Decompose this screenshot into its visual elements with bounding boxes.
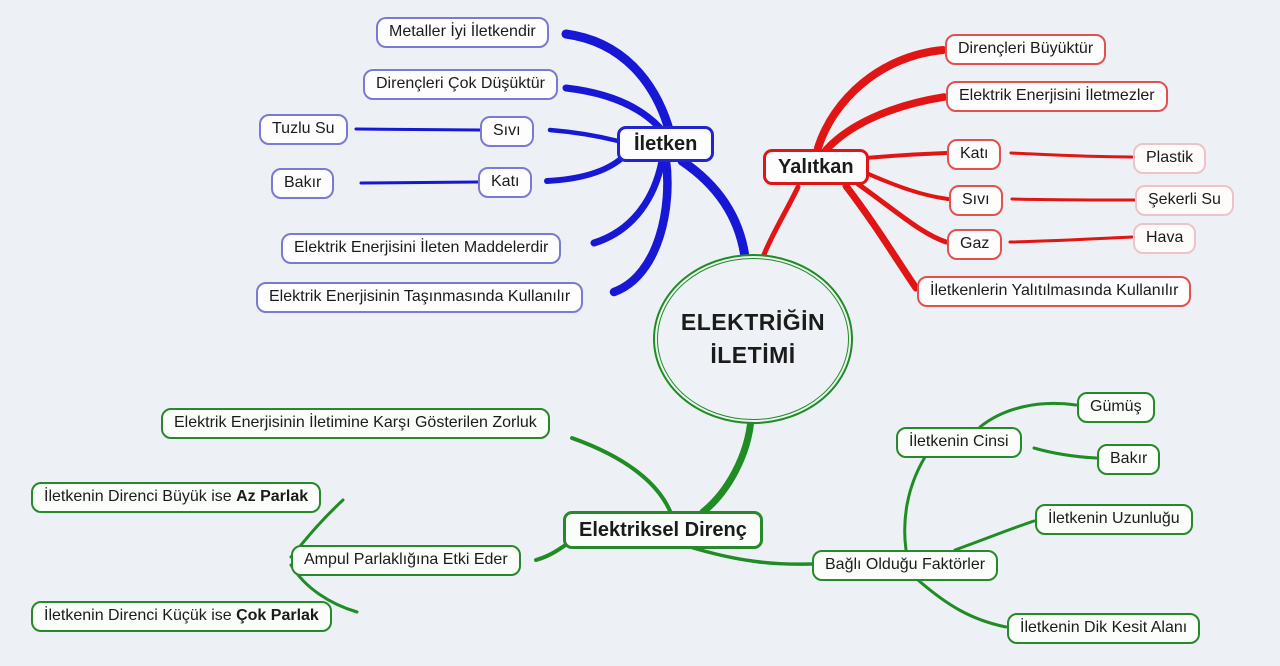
node-iletkenin-uzunlugu[interactable]: İletkenin Uzunluğu	[1035, 504, 1193, 535]
az-parlak-bold: Az Parlak	[236, 488, 309, 505]
node-iletken-sivi[interactable]: Sıvı	[480, 116, 534, 147]
center-topic-line2: İLETİMİ	[710, 342, 796, 368]
node-iletken-kati[interactable]: Katı	[478, 167, 533, 198]
link-direnc-faktorler	[688, 545, 813, 566]
az-parlak-text: İletkenin Direnci Büyük ise	[44, 488, 237, 505]
link-yalitkan-center	[760, 184, 801, 260]
link-iletken-kati	[544, 155, 625, 184]
link-faktorler-uzunluk	[953, 519, 1036, 552]
link-yalitkan-iletmez	[822, 93, 948, 154]
center-topic-line1: ELEKTRİĞİN	[680, 308, 826, 335]
link-iletken-tasinma	[609, 156, 672, 297]
node-direnc-kucuk-cok-parlak[interactable]: İletkenin Direnci Küçük ise Çok Parlak	[31, 601, 332, 632]
node-sekerli-su[interactable]: Şekerli Su	[1135, 185, 1234, 216]
node-gosterilen-zorluk[interactable]: Elektrik Enerjisinin İletimine Karşı Gös…	[161, 408, 550, 439]
node-yalitkan-kati[interactable]: Katı	[947, 139, 1002, 170]
node-elektriksel-direnc[interactable]: Elektriksel Direnç	[563, 511, 763, 549]
node-direncleri-buyuktur[interactable]: Dirençleri Büyüktür	[945, 34, 1107, 65]
node-ampul-parlakligi[interactable]: Ampul Parlaklığına Etki Eder	[291, 545, 521, 576]
node-bagli-oldugu-faktorler[interactable]: Bağlı Olduğu Faktörler	[812, 550, 999, 581]
link-sivi-tuzlusu	[354, 127, 482, 132]
link-iletken-metaller	[561, 29, 673, 131]
link-direnc-zorluk	[570, 436, 672, 513]
link-yalitkan-yalitilma	[842, 182, 920, 292]
link-yalitkan-kati	[864, 151, 948, 160]
center-topic-circle[interactable]: ELEKTRİĞİN İLETİMİ	[653, 254, 853, 424]
link-iletken-direncleri	[562, 84, 664, 132]
node-hava[interactable]: Hava	[1133, 223, 1197, 254]
node-direncleri-cok-dusuktur[interactable]: Dirençleri Çok Düşüktür	[363, 69, 558, 100]
link-cinsi-gumus	[978, 401, 1078, 429]
link-iletken-ileten	[590, 157, 666, 247]
node-iletken-bakir[interactable]: Bakır	[271, 168, 335, 199]
red-branch-lines	[760, 46, 1136, 292]
link-yalitkan-sivi	[862, 170, 950, 201]
link-sivi-sekerlisu	[1010, 197, 1136, 202]
cok-parlak-text: İletkenin Direnci Küçük ise	[44, 607, 237, 624]
node-elektrik-iletmezler[interactable]: Elektrik Enerjisini İletmezler	[946, 81, 1168, 112]
link-gaz-hava	[1008, 235, 1134, 244]
cok-parlak-bold: Çok Parlak	[236, 607, 319, 624]
link-direnc-ampul	[534, 542, 569, 562]
node-direnc-buyuk-az-parlak[interactable]: İletkenin Direnci Büyük ise Az Parlak	[31, 482, 322, 513]
node-gaz[interactable]: Gaz	[947, 229, 1003, 260]
node-plastik[interactable]: Plastik	[1133, 143, 1207, 174]
node-tasinmasinda-kullanilir[interactable]: Elektrik Enerjisinin Taşınmasında Kullan…	[256, 282, 584, 313]
blue-branch-lines	[354, 29, 750, 297]
node-direnc-bakir[interactable]: Bakır	[1097, 444, 1161, 475]
node-metaller-iyi-iletkendir[interactable]: Metaller İyi İletkendir	[376, 17, 549, 48]
node-iletken[interactable]: İletken	[617, 126, 715, 162]
link-cinsi-bakir	[1032, 446, 1098, 460]
link-center-direnc	[699, 415, 755, 516]
link-iletken-center	[677, 156, 750, 262]
link-faktorler-kesit	[916, 578, 1008, 629]
link-yalitkan-direncleri	[814, 46, 947, 152]
node-yalitkan[interactable]: Yalıtkan	[763, 149, 869, 185]
node-tuzlu-su[interactable]: Tuzlu Su	[259, 114, 348, 145]
link-kati-plastik	[1009, 151, 1134, 159]
link-faktorler-cinsi	[903, 455, 927, 552]
node-dik-kesit-alani[interactable]: İletkenin Dik Kesit Alanı	[1007, 613, 1201, 644]
node-gumus[interactable]: Gümüş	[1077, 392, 1155, 423]
center-topic-label: ELEKTRİĞİN İLETİMİ	[681, 306, 825, 373]
node-iletkenin-cinsi[interactable]: İletkenin Cinsi	[896, 427, 1022, 458]
link-iletken-sivi	[547, 127, 621, 144]
link-yalitkan-gaz	[855, 181, 949, 245]
node-elektrik-ileten-maddeler[interactable]: Elektrik Enerjisini İleten Maddelerdir	[281, 233, 562, 264]
node-yalitkan-sivi[interactable]: Sıvı	[949, 185, 1003, 216]
link-kati-bakir	[359, 180, 480, 185]
node-yalitilmasinda-kullanilir[interactable]: İletkenlerin Yalıtılmasında Kullanılır	[917, 276, 1192, 307]
